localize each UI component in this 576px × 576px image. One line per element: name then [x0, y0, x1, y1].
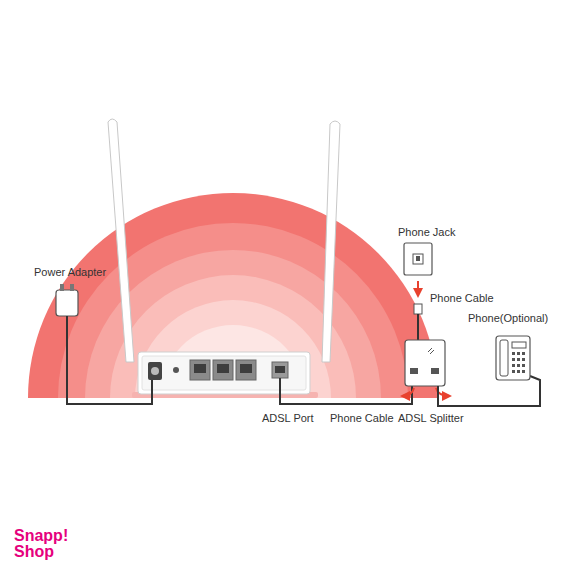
- part-label: Phone(Optional): [468, 312, 548, 325]
- power-adapter: [56, 284, 152, 404]
- part-label: Phone Jack: [398, 226, 455, 239]
- telephone: [496, 336, 530, 380]
- part-label: Power Adapter: [34, 266, 106, 279]
- cable-label: Phone Cable: [330, 412, 394, 425]
- signal-rings: [28, 193, 438, 398]
- watermark: Snapp! Shop: [14, 528, 74, 560]
- router-body: [132, 352, 318, 398]
- cable-label: Phone Cable: [430, 292, 494, 305]
- part-label: ADSL Splitter: [398, 412, 464, 425]
- phone-jack: [404, 243, 432, 340]
- phone-cable-wire: [280, 378, 412, 404]
- port-label: ADSL Port: [262, 412, 314, 425]
- antennas: [108, 119, 340, 362]
